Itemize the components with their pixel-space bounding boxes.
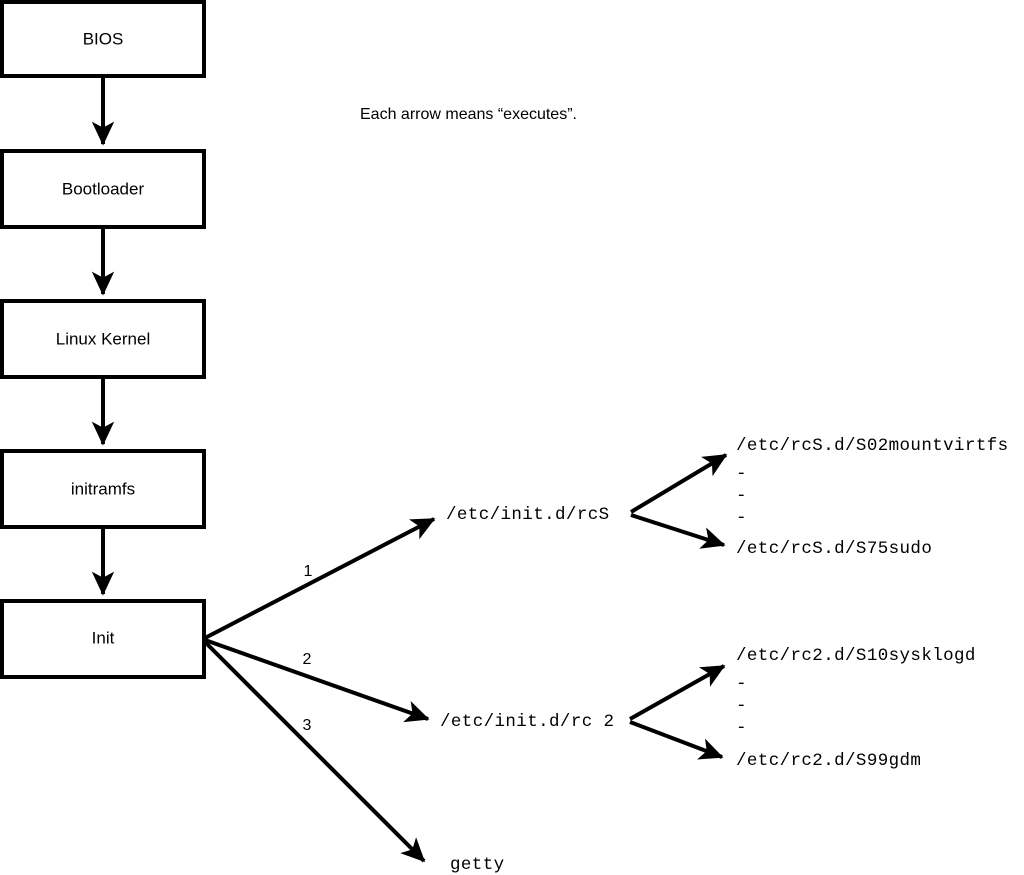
rc2-ellipsis-dash-2: - xyxy=(736,696,747,716)
node-bootloader-box[interactable] xyxy=(0,149,206,229)
node-bootloader-label: Bootloader xyxy=(62,179,145,198)
arrow-init-to-rcs xyxy=(204,517,436,640)
node-init[interactable]: Init xyxy=(0,599,206,679)
node-bios-label: BIOS xyxy=(83,29,124,48)
node-bios[interactable]: BIOS xyxy=(0,0,206,78)
rc2-branch-group: /etc/init.d/rc 2 /etc/rc2.d/S10sysklogd … xyxy=(440,646,976,771)
node-bios-box[interactable] xyxy=(0,0,206,78)
legend-note: Each arrow means “executes”. xyxy=(360,106,577,123)
rcs-ellipsis-dash-1: - xyxy=(736,464,747,484)
edge-number-2: 2 xyxy=(303,651,312,668)
arrow-init-to-getty xyxy=(203,640,426,863)
init-branch-arrows: 1 2 3 xyxy=(203,517,436,863)
rcs-ellipsis-dash-3: - xyxy=(736,508,747,528)
arrow-init-to-rc2 xyxy=(204,638,430,723)
node-initramfs[interactable]: initramfs xyxy=(0,449,206,529)
edge-number-3: 3 xyxy=(303,717,312,734)
rcs-branch-group: /etc/init.d/rcS /etc/rcS.d/S02mountvirtf… xyxy=(446,436,1009,559)
rc2-ellipsis-dash-3: - xyxy=(736,718,747,738)
arrow-rcs-to-last xyxy=(630,513,726,549)
node-linux-kernel[interactable]: Linux Kernel xyxy=(0,299,206,379)
label-rcs-first-script[interactable]: /etc/rcS.d/S02mountvirtfs xyxy=(736,436,1009,456)
node-init-box[interactable] xyxy=(0,599,206,679)
arrow-rcs-to-first xyxy=(629,453,728,514)
label-rcs-parent[interactable]: /etc/init.d/rcS xyxy=(446,505,610,525)
node-linux-kernel-label: Linux Kernel xyxy=(56,329,151,348)
label-rc2-last-script[interactable]: /etc/rc2.d/S99gdm xyxy=(736,751,921,771)
node-linux-kernel-box[interactable] xyxy=(0,299,206,379)
arrow-rc2-to-last xyxy=(629,720,724,760)
boot-chain-group: BIOS Bootloader Linux Kernel initramfs xyxy=(0,0,206,679)
edge-number-1: 1 xyxy=(304,563,313,580)
rcs-ellipsis-dash-2: - xyxy=(736,486,747,506)
label-rc2-parent[interactable]: /etc/init.d/rc 2 xyxy=(440,712,614,732)
node-bootloader[interactable]: Bootloader xyxy=(0,149,206,229)
node-init-label: Init xyxy=(92,628,115,647)
rc2-ellipsis-dash-1: - xyxy=(736,674,747,694)
label-rcs-last-script[interactable]: /etc/rcS.d/S75sudo xyxy=(736,539,932,559)
arrow-rc2-to-first xyxy=(629,664,726,721)
label-getty[interactable]: getty xyxy=(450,855,505,875)
label-rc2-first-script[interactable]: /etc/rc2.d/S10sysklogd xyxy=(736,646,976,666)
node-initramfs-label: initramfs xyxy=(71,479,135,498)
